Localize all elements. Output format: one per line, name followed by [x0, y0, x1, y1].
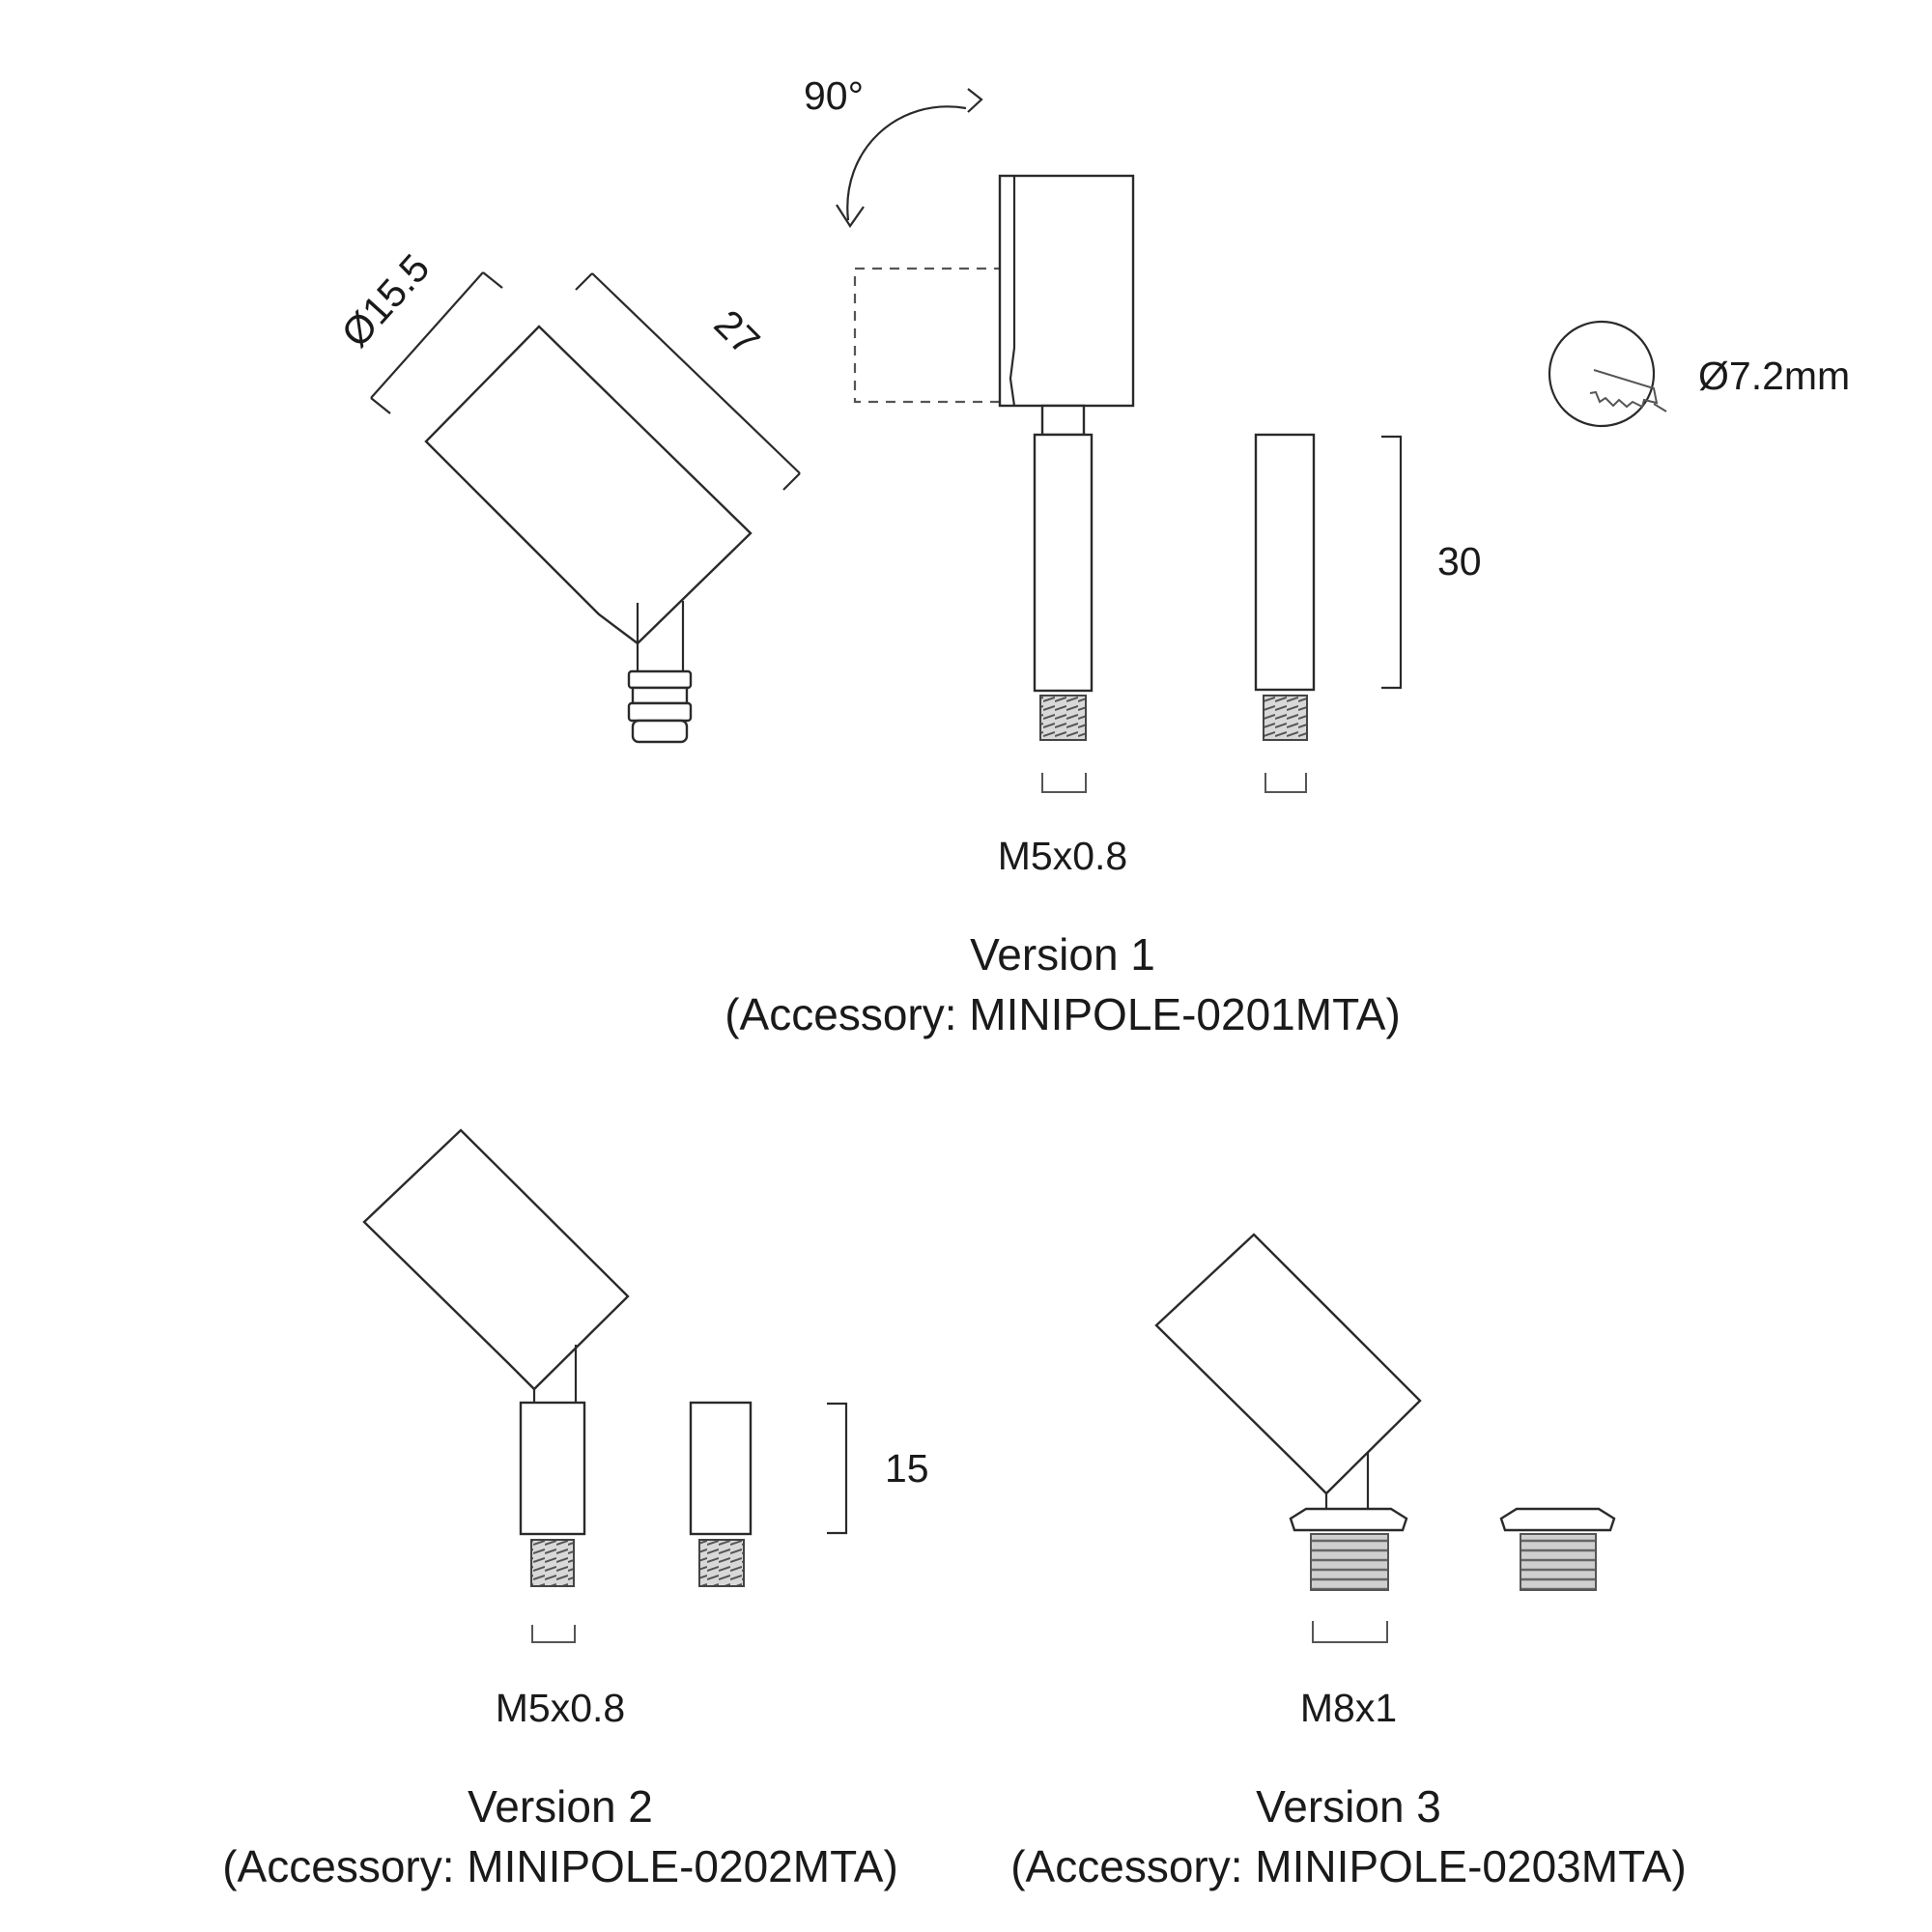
dimension-pole-length-v2 — [827, 1402, 848, 1535]
v3-title: Version 3 — [1256, 1781, 1441, 1832]
v2-accessory: (Accessory: MINIPOLE-0202MTA) — [222, 1841, 898, 1891]
rotation-arrow — [836, 88, 983, 228]
v3-adapter-accessory — [1499, 1507, 1616, 1591]
v1-title: Version 1 — [970, 929, 1155, 980]
label-hole-diameter: Ø7.2mm — [1698, 354, 1850, 398]
v1-accessory: (Accessory: MINIPOLE-0201MTA) — [724, 989, 1401, 1039]
label-pole-length-v1: 30 — [1437, 539, 1482, 583]
label-head-length: 27 — [706, 301, 769, 364]
dimension-head-length — [575, 272, 801, 491]
v3-spotlight — [1154, 1233, 1422, 1643]
v2-pole-accessory — [689, 1401, 753, 1587]
v2-spotlight — [362, 1128, 630, 1643]
hole-cutout-icon — [1548, 320, 1667, 428]
v2-thread-label: M5x0.8 — [496, 1686, 625, 1730]
v2-title: Version 2 — [468, 1781, 653, 1832]
v3-accessory: (Accessory: MINIPOLE-0203MTA) — [1010, 1841, 1687, 1891]
dimension-pole-length-v1 — [1381, 435, 1403, 690]
v1-tilted-spotlight — [424, 325, 753, 744]
v3-thread-label: M8x1 — [1300, 1686, 1397, 1730]
label-pole-length-v2: 15 — [885, 1446, 929, 1491]
v1-thread-label: M5x0.8 — [998, 834, 1127, 878]
v1-upright-spotlight — [853, 174, 1135, 793]
v1-pole-accessory — [1254, 433, 1316, 793]
dimension-diameter-head — [370, 271, 503, 414]
label-rotation: 90° — [804, 73, 864, 118]
